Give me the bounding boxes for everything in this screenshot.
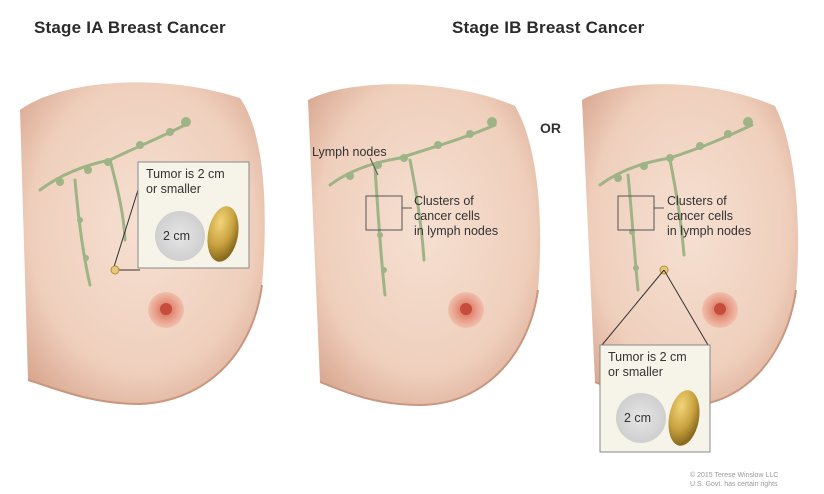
size-label-3: 2 cm — [624, 411, 651, 426]
lymph-nodes-label: Lymph nodes — [312, 145, 387, 160]
clusters-label-2-line3: in lymph nodes — [414, 224, 498, 239]
clusters-label-3-line1: Clusters of — [667, 194, 751, 209]
copyright-line-2: U.S. Govt. has certain rights — [690, 481, 778, 488]
tumor-label-1-line2: or smaller — [146, 182, 225, 197]
copyright-line-1: © 2015 Terese Winslow LLC — [690, 472, 778, 479]
clusters-label-2: Clusters of cancer cells in lymph nodes — [414, 194, 498, 239]
clusters-label-3-line2: cancer cells — [667, 209, 751, 224]
clusters-label-2-line1: Clusters of — [414, 194, 498, 209]
tumor-label-3-line1: Tumor is 2 cm — [608, 350, 687, 365]
clusters-label-3: Clusters of cancer cells in lymph nodes — [667, 194, 751, 239]
breast-panel-1 — [20, 82, 265, 404]
clusters-label-3-line3: in lymph nodes — [667, 224, 751, 239]
breast-panel-2 — [308, 84, 540, 405]
breast-panel-3 — [582, 84, 798, 452]
tumor-label-3: Tumor is 2 cm or smaller — [608, 350, 687, 380]
tumor-label-1: Tumor is 2 cm or smaller — [146, 167, 225, 197]
tumor-label-3-line2: or smaller — [608, 365, 687, 380]
size-label-1: 2 cm — [163, 229, 190, 244]
tumor-label-1-line1: Tumor is 2 cm — [146, 167, 225, 182]
clusters-label-2-line2: cancer cells — [414, 209, 498, 224]
